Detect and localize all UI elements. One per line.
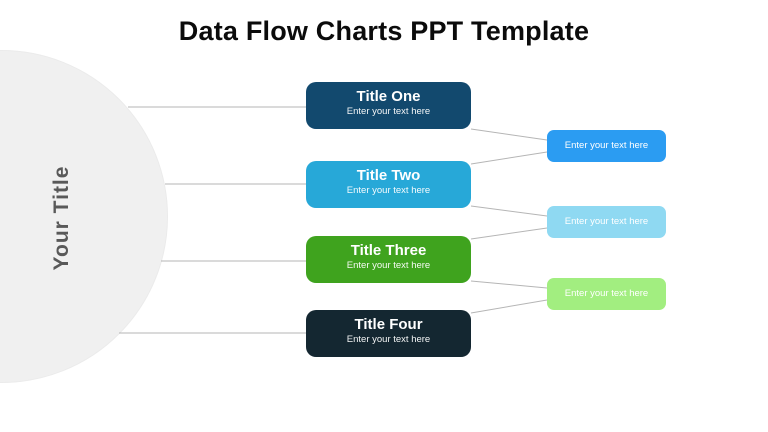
output-box-2: Enter your text here — [547, 206, 666, 238]
connector-stage4-output3 — [470, 299, 548, 314]
connector-stage3-output3 — [470, 280, 548, 289]
stage-subtitle: Enter your text here — [346, 185, 431, 196]
output-label: Enter your text here — [564, 216, 649, 227]
connector-stage2-output1 — [470, 151, 548, 165]
stage-box-title-three: Title Three Enter your text here — [306, 236, 471, 283]
stage-box-title-two: Title Two Enter your text here — [306, 161, 471, 208]
stage-title: Title Two — [356, 167, 421, 184]
connector-stage3-output2 — [470, 227, 548, 240]
stage-title: Title One — [356, 88, 421, 105]
stage-subtitle: Enter your text here — [346, 260, 431, 271]
stage-subtitle: Enter your text here — [346, 106, 431, 117]
stage-box-title-one: Title One Enter your text here — [306, 82, 471, 129]
stage-subtitle: Enter your text here — [346, 334, 431, 345]
side-semicircle-shape — [0, 50, 168, 383]
page-title: Data Flow Charts PPT Template — [178, 16, 590, 46]
output-box-3: Enter your text here — [547, 278, 666, 310]
side-title-label: Your Title — [50, 165, 73, 271]
connector-stage2-output2 — [470, 205, 548, 217]
stage-box-title-four: Title Four Enter your text here — [306, 310, 471, 357]
output-label: Enter your text here — [564, 288, 649, 299]
stage-title: Title Three — [350, 242, 427, 259]
output-box-1: Enter your text here — [547, 130, 666, 162]
connector-stage1-output1 — [470, 128, 548, 141]
stage-title: Title Four — [354, 316, 423, 333]
output-label: Enter your text here — [564, 140, 649, 151]
